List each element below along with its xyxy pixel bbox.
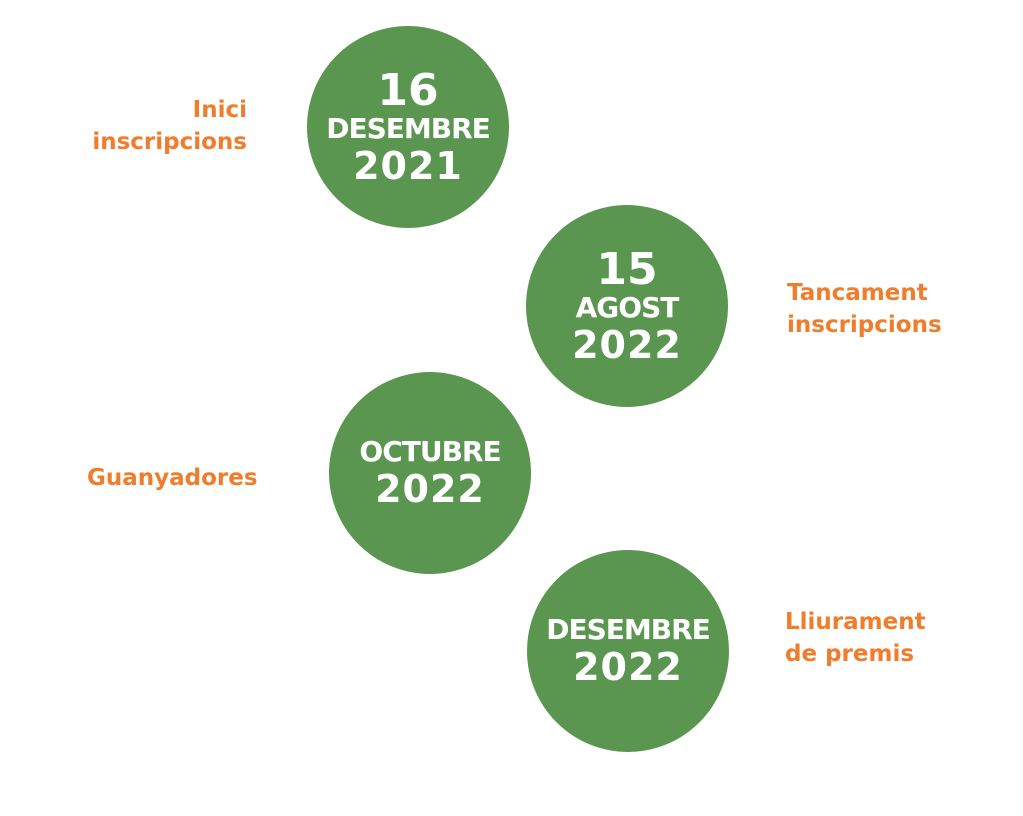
milestone-month: OCTUBRE [359,435,501,468]
milestone-month: DESEMBRE [546,613,711,646]
milestone-label-3: Guanyadores [87,462,258,494]
milestone-year: 2022 [573,645,683,689]
label-line: inscripcions [92,129,247,155]
label-line: de premis [785,641,915,667]
milestone-circle-4: DESEMBRE 2022 [527,550,729,752]
milestone-label-2: Tancament inscripcions [787,277,942,341]
label-line: Tancament [787,280,928,306]
label-line: inscripcions [787,312,942,338]
milestone-circle-2: 15 AGOST 2022 [526,205,728,407]
milestone-day: 16 [377,65,439,116]
label-line: Lliurament [785,609,926,635]
milestone-circle-1: 16 DESEMBRE 2021 [307,26,509,228]
milestone-day: 15 [596,244,658,295]
milestone-label-4: Lliurament de premis [785,606,926,670]
milestone-year: 2021 [353,144,463,188]
milestone-month: DESEMBRE [326,112,491,145]
milestone-year: 2022 [375,467,485,511]
milestone-label-1: Inici inscripcions [92,94,247,158]
milestone-circle-3: OCTUBRE 2022 [329,372,531,574]
milestone-month: AGOST [575,291,680,324]
label-line: Inici [192,97,247,123]
milestone-year: 2022 [572,323,682,367]
label-line: Guanyadores [87,465,258,491]
